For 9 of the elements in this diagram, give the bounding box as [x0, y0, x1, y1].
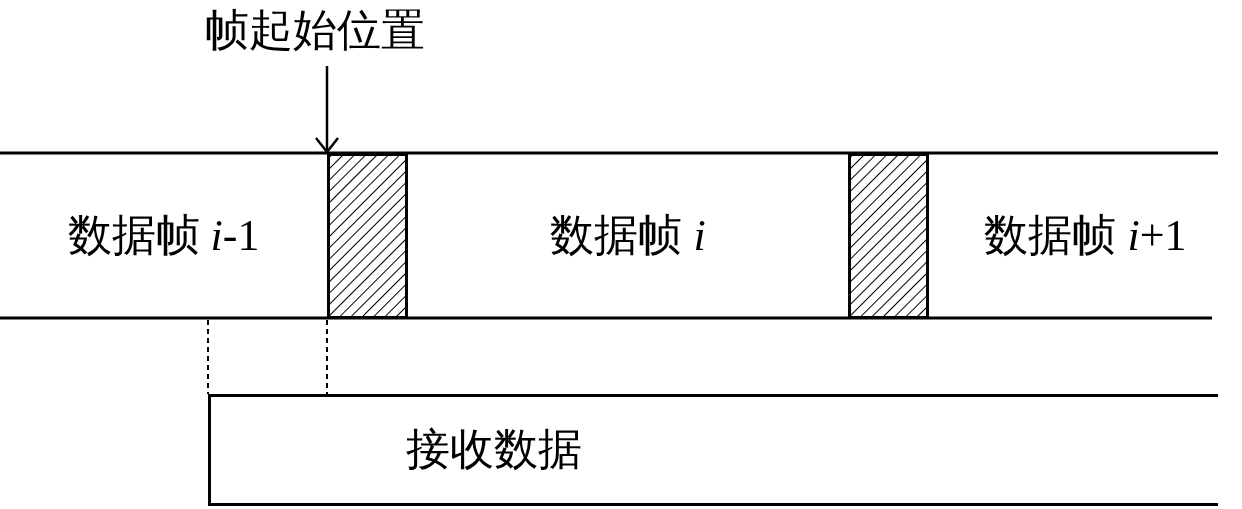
arrow: [314, 66, 340, 154]
hatched-block: [327, 153, 408, 319]
node-text: 数据帧 i+1: [984, 210, 1187, 262]
receive-band: [208, 394, 1218, 506]
node-text: 数据帧 i-1: [67, 210, 260, 262]
node-text: 数据帧 i: [550, 210, 706, 262]
node-text: 接收数据: [406, 424, 582, 476]
hatched-block: [848, 153, 929, 319]
node-text: 帧起始位置: [205, 9, 425, 53]
